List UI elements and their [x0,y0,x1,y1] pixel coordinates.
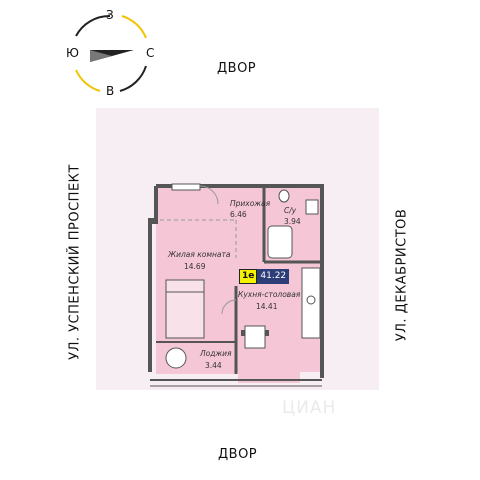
toilet-icon [278,189,290,203]
stove-icon [306,295,316,305]
sink-icon [305,199,319,215]
compass-south: В [106,84,115,98]
kitchen-counter-icon [301,267,321,339]
room-area-hallway: 6.46 [230,210,247,219]
dining-table-icon [244,325,266,349]
bed-icon [165,279,205,339]
room-name-hallway: Прихожая [230,199,271,208]
yard-bottom-label: ДВОР [218,447,258,462]
compass-north: З [106,8,114,22]
chair-icon [165,347,187,369]
compass-rose: З Ю С В [60,8,160,100]
room-area-bathroom: 3.94 [284,217,301,226]
compass-west: Ю [66,46,79,60]
room-name-bathroom: С/у [284,206,297,215]
yard-top-label: ДВОР [217,61,257,76]
outer-wall [156,184,324,378]
apartment-total-area: 41.22 [257,269,290,284]
room-area-living: 14.69 [184,262,206,271]
room-name-living: Жилая комната [168,250,231,259]
compass-circle-icon [75,14,147,92]
room-area-loggia: 3.44 [205,361,222,370]
room-name-loggia: Лоджия [200,349,232,358]
compass-east: С [146,46,155,60]
apartment-badge: 1е 41.22 [239,269,290,284]
apartment-type: 1е [239,269,258,284]
bathtub-icon [267,225,293,259]
room-name-kitchen: Кухня-столовая [238,290,301,299]
window [171,183,201,191]
room-area-kitchen: 14.41 [256,302,278,311]
watermark-logo: ЦИАН [282,398,337,418]
entrance-door-icon [199,185,219,205]
